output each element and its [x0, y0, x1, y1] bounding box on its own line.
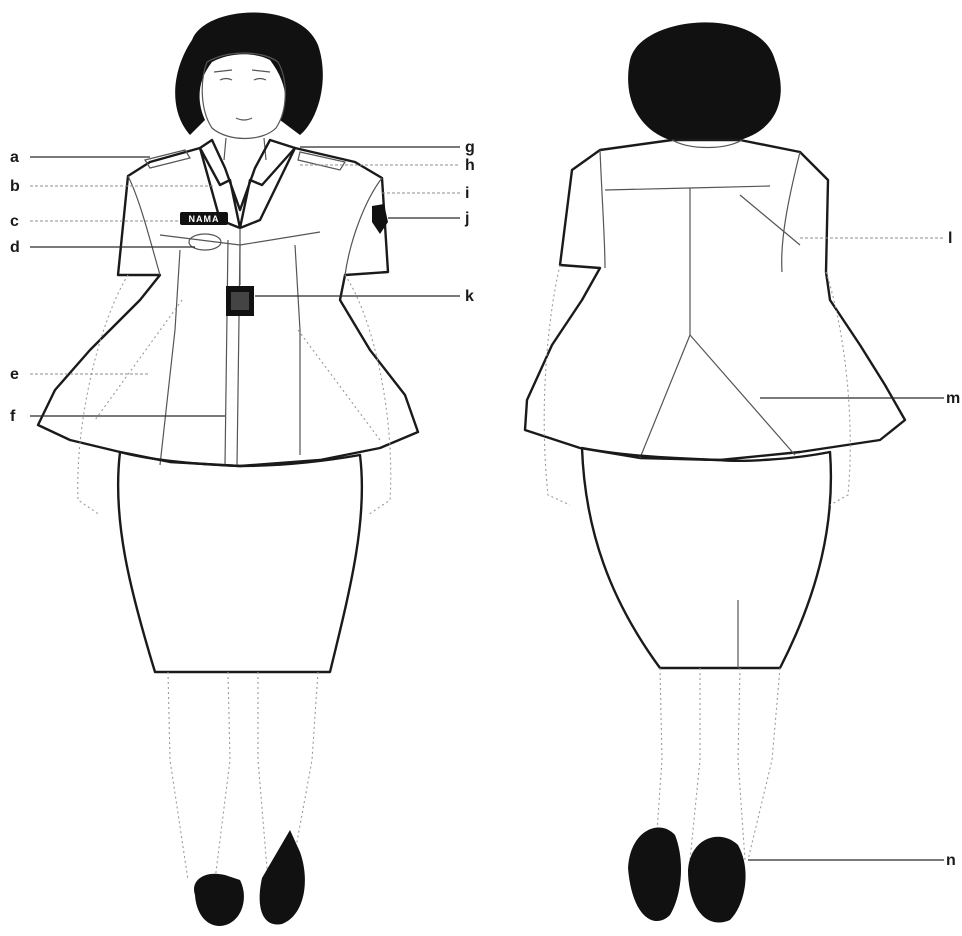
- front-view: NAMA: [38, 13, 418, 927]
- front-shoe-left: [194, 874, 244, 926]
- label-k: k: [465, 288, 474, 305]
- label-c: c: [10, 213, 19, 230]
- label-a: a: [10, 149, 19, 166]
- back-shoe-left: [628, 827, 681, 921]
- front-face: [202, 53, 285, 139]
- back-shoe-right: [688, 837, 746, 923]
- label-m: m: [946, 390, 960, 407]
- label-l: l: [948, 230, 952, 247]
- back-skirt: [582, 448, 831, 668]
- label-j: j: [464, 210, 469, 227]
- label-i: i: [465, 185, 469, 202]
- front-hair: [175, 13, 323, 136]
- leader-lines: [30, 147, 944, 860]
- label-d: d: [10, 239, 20, 256]
- front-shoe-right: [260, 830, 305, 925]
- front-skirt: [118, 452, 362, 672]
- back-shirt: [525, 140, 905, 460]
- name-tag-text: NAMA: [189, 214, 220, 224]
- label-n: n: [946, 852, 956, 869]
- label-b: b: [10, 178, 20, 195]
- label-e: e: [10, 366, 19, 383]
- label-g: g: [465, 139, 475, 156]
- back-hair: [628, 22, 781, 140]
- label-h: h: [465, 157, 475, 174]
- label-f: f: [10, 408, 16, 425]
- back-view: [525, 22, 905, 922]
